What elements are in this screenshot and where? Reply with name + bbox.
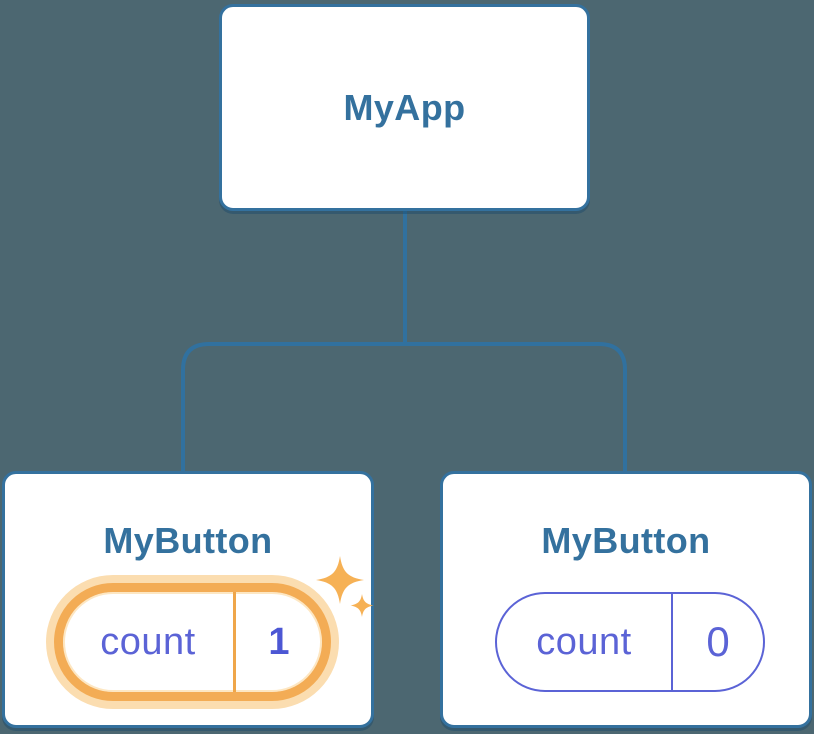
state-value: 0 [706,618,730,665]
child-node-label: MyButton [103,520,273,561]
state-pill: count 0 [495,592,765,692]
state-value: 1 [268,620,290,663]
child-node-label: MyButton [541,520,711,561]
state-name: count [63,592,236,692]
state-pill-highlighted: count 1 [54,583,331,701]
sparkles-icon [316,556,374,617]
state-name: count [497,594,673,690]
tree-node-mybutton-left: MyButton count 1 [2,471,374,728]
tree-node-root: MyApp [219,4,590,211]
tree-node-mybutton-right: MyButton count 0 [440,471,812,728]
connector-children-bracket [181,342,627,472]
root-node-label: MyApp [343,86,466,128]
